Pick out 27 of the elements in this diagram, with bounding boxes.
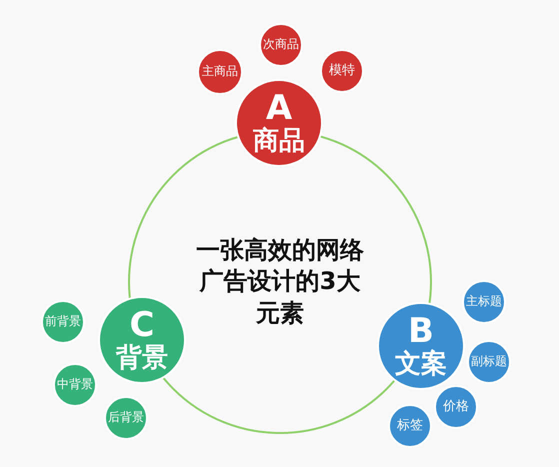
category-name: 文案 [395, 350, 447, 379]
item-circle [41, 300, 85, 344]
item-name: 副标题 [471, 355, 507, 369]
item-circle [434, 385, 478, 429]
item-name: 主商品 [202, 65, 238, 79]
category-letter: A [266, 90, 292, 128]
item-circle [467, 340, 511, 384]
item-name: 模特 [329, 64, 355, 78]
category-name: 背景 [116, 344, 168, 373]
item-name: 后背景 [108, 411, 144, 425]
item-circle [53, 363, 97, 407]
center-title: 一张高效的网络广告设计的3大元素 [195, 235, 365, 329]
item-name: 主标题 [466, 295, 502, 309]
item-circle [388, 404, 432, 448]
category-letter: B [408, 313, 434, 350]
item-circle [259, 23, 303, 67]
item-name: 价格 [443, 400, 469, 414]
item-circle [462, 280, 506, 324]
item-name: 中背景 [57, 378, 93, 392]
item-circle [104, 396, 148, 440]
item-name: 次商品 [263, 38, 299, 52]
item-circle [197, 49, 243, 95]
item-name: 标签 [397, 418, 423, 434]
item-circle [320, 49, 364, 93]
item-name: 前背景 [45, 315, 81, 329]
category-name: 商品 [253, 127, 305, 156]
category-letter: C [130, 307, 154, 344]
